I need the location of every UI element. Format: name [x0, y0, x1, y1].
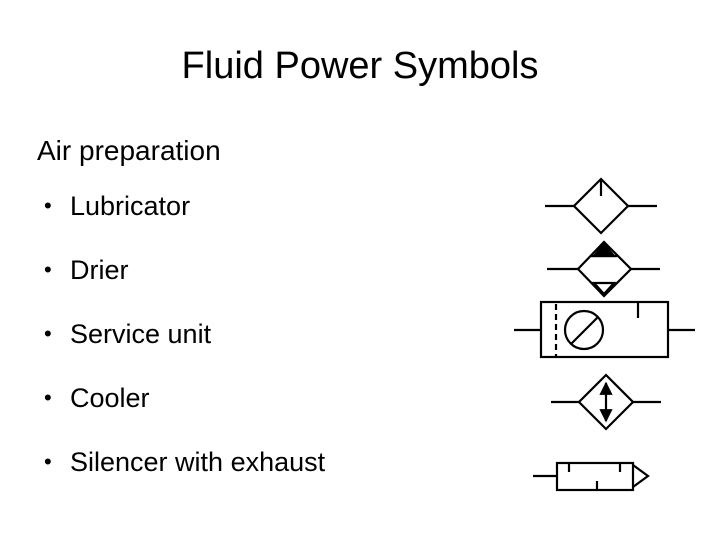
bullet-icon: •: [44, 385, 52, 410]
bullet-icon: •: [44, 193, 52, 218]
list-item-silencer: • Silencer with exhaust: [44, 442, 325, 506]
silencer-exhaust-symbol: [533, 461, 650, 492]
list-item-label: Service unit: [70, 319, 212, 349]
bullet-icon: •: [44, 321, 52, 346]
bullet-icon: •: [44, 257, 52, 282]
list-item-cooler: • Cooler: [44, 378, 325, 442]
list-item-label: Lubricator: [70, 191, 191, 221]
list-item-label: Cooler: [70, 383, 150, 413]
list-item-drier: • Drier: [44, 250, 325, 314]
bullet-icon: •: [44, 449, 52, 474]
slide-title: Fluid Power Symbols: [181, 45, 539, 87]
service-unit-symbol: [514, 300, 695, 359]
list-item-label: Drier: [70, 255, 129, 285]
section-heading: Air preparation: [37, 135, 221, 166]
lubricator-symbol: [545, 177, 657, 235]
drier-symbol: [547, 240, 660, 298]
cooler-symbol: [551, 373, 661, 431]
list-item-lubricator: • Lubricator: [44, 186, 325, 250]
bullet-list: • Lubricator • Drier • Service unit • Co…: [44, 186, 325, 506]
list-item-label: Silencer with exhaust: [70, 447, 326, 477]
list-item-service-unit: • Service unit: [44, 314, 325, 378]
